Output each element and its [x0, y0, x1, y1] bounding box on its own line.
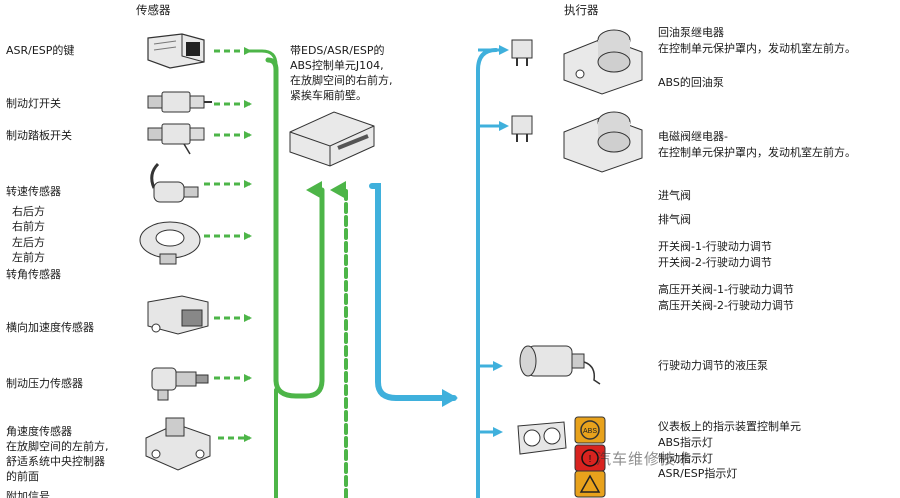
label-front-left: 左前方: [12, 251, 45, 264]
label-rear-right: 右后方: [12, 205, 45, 218]
label-inlet-valve: 进气阀: [658, 189, 691, 202]
label-yaw-rate-3: 舒适系统中央控制器: [6, 455, 105, 468]
label-yaw-rate-1: 角速度传感器: [6, 425, 72, 438]
instrument-cluster-icon: [517, 421, 567, 455]
brake-pedal-switch-icon: [147, 123, 205, 155]
abs-lamp-text: ABS: [583, 428, 597, 435]
brake-warning-lamp-icon: !: [574, 444, 606, 472]
watermark-text: 汽车维修技术: [596, 450, 693, 468]
abs-warning-lamp-icon: ABS: [574, 416, 606, 444]
label-rear-left: 左后方: [12, 236, 45, 249]
asr-esp-key-icon: [147, 33, 205, 69]
ecu-label-4: 紧挨车厢前壁。: [290, 89, 367, 102]
label-abs-lamp: ABS指示灯: [658, 436, 713, 449]
label-valve-relay-location: 在控制单元保护罩内，发动机室左前方。: [658, 146, 856, 159]
label-asr-esp-key: ASR/ESP的键: [6, 44, 75, 57]
label-pump-relay: 回油泵继电器: [658, 26, 724, 39]
label-return-pump: ABS的回油泵: [658, 76, 724, 89]
label-brake-lamp: 制动指示灯: [658, 452, 713, 465]
label-front-right: 右前方: [12, 220, 45, 233]
brake-pressure-sensor-icon: [151, 367, 209, 401]
label-hydraulic-pump: 行驶动力调节的液压泵: [658, 359, 768, 372]
actuator-arrows: [478, 45, 509, 437]
ecu-label-3: 在放脚空间的右前方,: [290, 74, 393, 87]
label-hp-switch-valve-2: 高压开关阀-2-行驶动力调节: [658, 299, 794, 312]
lateral-accel-sensor-icon: [147, 295, 209, 335]
valve-relay-icon: [511, 115, 533, 142]
label-dash-unit: 仪表板上的指示装置控制单元: [658, 420, 801, 433]
ecu-label-2: ABS控制单元J104,: [290, 59, 384, 72]
wheel-speed-sensor-icon: [150, 162, 199, 203]
esp-warning-lamp-icon: [574, 470, 606, 498]
brake-light-switch-icon: [147, 91, 212, 113]
actuators-header: 执行器: [564, 3, 599, 17]
label-hp-switch-valve-1: 高压开关阀-1-行驶动力调节: [658, 283, 794, 296]
abs-control-unit-icon: [289, 111, 375, 167]
sensors-header: 传感器: [136, 3, 171, 17]
label-yaw-rate-4: 的前面: [6, 470, 39, 483]
label-pump-relay-location: 在控制单元保护罩内，发动机室左前方。: [658, 42, 856, 55]
label-brake-light-switch: 制动灯开关: [6, 97, 61, 110]
actuator-wires: [369, 48, 498, 498]
label-valve-relay: 电磁阀继电器-: [658, 130, 728, 143]
svg-text:!: !: [589, 454, 592, 465]
hydraulic-pump-icon: [519, 345, 601, 385]
label-switch-valve-1: 开关阀-1-行驶动力调节: [658, 240, 772, 253]
steering-angle-sensor-icon: [139, 221, 201, 265]
label-brake-pressure: 制动压力传感器: [6, 377, 83, 390]
label-outlet-valve: 排气阀: [658, 213, 691, 226]
ecu-label-1: 带EDS/ASR/ESP的: [290, 44, 385, 57]
hydraulic-unit-icon: [563, 29, 643, 95]
label-steering-angle: 转角传感器: [6, 268, 61, 281]
label-yaw-rate-2: 在放脚空间的左前方,: [6, 440, 109, 453]
label-brake-pedal-switch: 制动踏板开关: [6, 129, 72, 142]
valve-block-icon: [563, 111, 643, 173]
label-additional-signal: 附加信号: [6, 490, 50, 498]
sensor-arrows: [204, 47, 278, 442]
yaw-rate-sensor-icon: [145, 417, 211, 471]
label-asr-esp-lamp: ASR/ESP指示灯: [658, 467, 738, 480]
label-lateral-accel: 横向加速度传感器: [6, 321, 94, 334]
label-wheel-speed-sensor: 转速传感器: [6, 185, 61, 198]
pump-relay-icon: [511, 39, 533, 66]
label-switch-valve-2: 开关阀-2-行驶动力调节: [658, 256, 772, 269]
